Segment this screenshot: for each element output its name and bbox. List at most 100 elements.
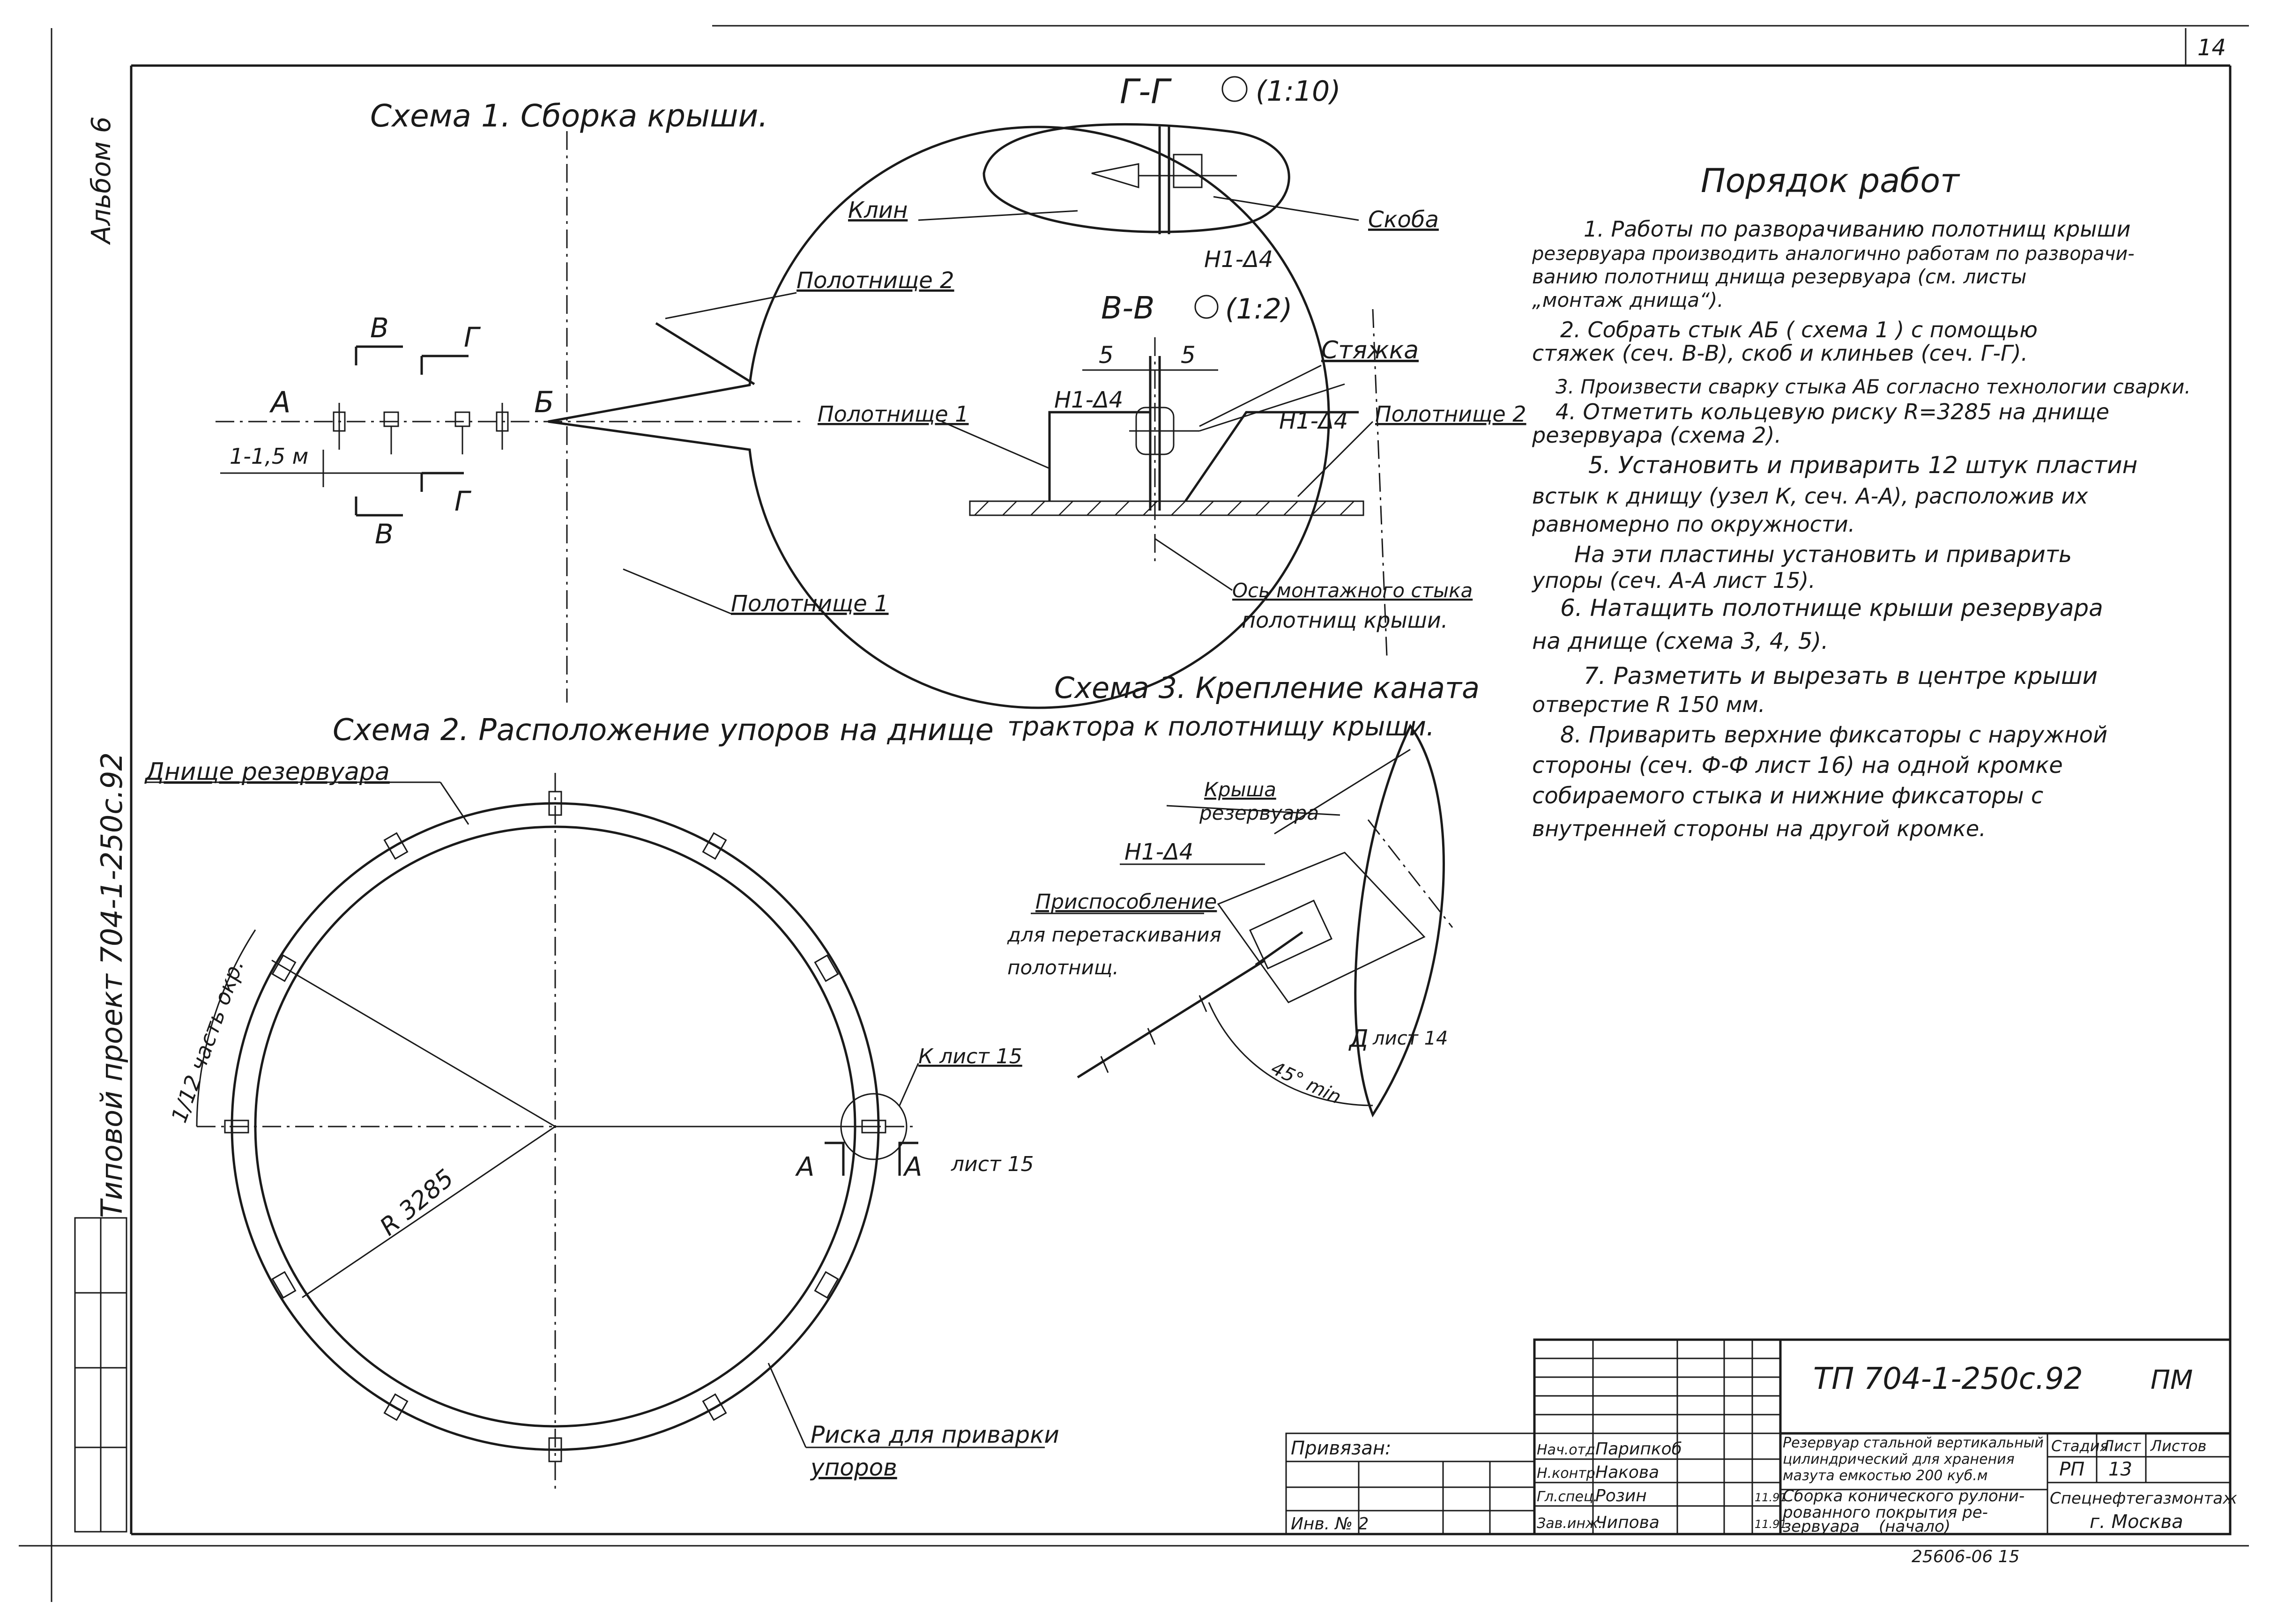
title-bound: Привязан: [1291, 1438, 1392, 1459]
scheme1-sec-v-bottom: В [375, 518, 394, 550]
scheme1-section-marks [355, 345, 469, 517]
procedure-line: 5. Установить и приварить 12 штук пласти… [1588, 452, 2137, 479]
procedure-line: 6. Натащить полотнище крыши резервуара [1560, 594, 2103, 622]
procedure-line: встык к днищу (узел К, сеч. А-А), распол… [1532, 483, 2088, 509]
scheme1-disc [216, 126, 1330, 709]
scheme3-device-label-3: полотнищ. [1007, 956, 1119, 979]
procedure-line: внутренней стороны на другой кромке. [1532, 816, 1986, 841]
title-description: цилиндрический для хранения [1783, 1451, 2015, 1468]
procedure-line: равномерно по окружности. [1532, 512, 1855, 537]
scheme3-roof-label-1: Крыша [1204, 778, 1276, 801]
title-date: 11.91 [1755, 1518, 1787, 1531]
procedure-line: резервуара производить аналогично работа… [1532, 243, 2135, 265]
scheme2-arc-dim [196, 929, 256, 1127]
title-name: Розин [1595, 1486, 1647, 1505]
album-label: Альбом 6 [86, 116, 117, 245]
title-designation: ТП 704-1-250с.92 [1813, 1362, 2083, 1396]
procedure-line: упоры (сеч. А-А лист 15). [1531, 568, 1816, 593]
procedure-line: ванию полотнищ днища резервуара (см. лис… [1532, 265, 2026, 288]
scheme3-sheet-ref: лист 14 [1372, 1028, 1448, 1049]
title-description: мазута емкостью 200 куб.м [1783, 1468, 1987, 1484]
procedure-line: 2. Собрать стык АБ ( схема 1 ) с помощью [1560, 317, 2038, 342]
procedure-line: стяжек (сеч. В-В), скоб и клиньев (сеч. … [1532, 341, 2028, 366]
scheme1-title: Схема 1. Сборка крыши. [370, 98, 768, 134]
section-gg-bracket-label: Скоба [1368, 207, 1439, 233]
scheme2-stops [224, 791, 886, 1462]
section-vv-dim-s-right: 5 [1181, 341, 1196, 369]
title-org-1: Спецнефтегазмонтаж [2050, 1489, 2237, 1508]
section-vv-sheet1-label: Полотнище 1 [818, 401, 969, 427]
procedure-text: 1. Работы по разворачиванию полотнищ кры… [1531, 216, 2191, 841]
section-gg-drawing [982, 123, 1290, 234]
scheme1-sec-g-bottom: Г [454, 485, 472, 517]
scheme3-dim-label: Н1-Δ4 [1124, 839, 1193, 865]
section-vv-dim-h-left: Н1-Δ4 [1054, 387, 1123, 413]
procedure-line: 7. Разметить и вырезать в центре крыши [1584, 662, 2098, 690]
title-name: Чипова [1595, 1513, 1660, 1532]
scheme3-angle-label: 45° min [1268, 1057, 1345, 1108]
scheme3-sec-d: Д [1348, 1025, 1369, 1053]
scheme2-sec-a-right: А [903, 1152, 922, 1182]
section-gg-dim: Н1-Δ4 [1204, 246, 1273, 273]
section-vv-sheet2-label: Полотнище 2 [1375, 401, 1526, 427]
title-inv: Инв. № 2 [1291, 1514, 1369, 1534]
project-label: Типовой проект 704-1-250с.92 [95, 752, 129, 1218]
title-stage: РП [2059, 1459, 2084, 1480]
title-name: Накова [1595, 1463, 1659, 1482]
section-vv-circle-mark [1194, 295, 1219, 319]
title-sheet-header: Лист [2102, 1437, 2141, 1455]
scheme1-dim-spacing: 1-1,5 м [230, 444, 308, 469]
scheme1-sheet2-label: Полотнище 2 [796, 267, 954, 294]
section-gg-circle-mark [1221, 76, 1248, 102]
procedure-title: Порядок работ [1701, 162, 1960, 200]
section-vv-drawing [969, 356, 1364, 516]
title-footer: 25606-06 15 [1912, 1547, 2020, 1566]
scheme3-drawing [1077, 724, 1453, 1118]
procedure-line: собираемого стыка и нижние фиксаторы с [1532, 783, 2043, 809]
scheme2-radius-label: R 3285 [375, 1164, 459, 1241]
title-block [1285, 1338, 2232, 1535]
scheme3-device-label-1: Приспособление [1035, 890, 1217, 914]
scheme1-point-b: Б [534, 385, 554, 419]
node-k-circle [840, 1093, 908, 1160]
procedure-line: на днище (схема 3, 4, 5). [1532, 628, 1828, 654]
procedure-line: 4. Отметить кольцевую риску R=3285 на дн… [1556, 399, 2109, 424]
title-org-2: г. Москва [2090, 1511, 2183, 1533]
scheme2-bottom-label: Днище резервуара [144, 758, 390, 786]
title-date: 11.91 [1755, 1491, 1787, 1504]
scheme3-device-label-2: для перетаскивания [1007, 923, 1221, 946]
title-role: Зав.инж. [1537, 1515, 1603, 1532]
section-vv-axis-label-2: полотнищ крыши. [1242, 608, 1448, 633]
title-role: Гл.спец. [1537, 1489, 1598, 1505]
scheme1-sec-g-top: Г [464, 321, 481, 353]
title-sheet: 13 [2108, 1459, 2132, 1480]
title-drawing-name: зервуара [1783, 1517, 1860, 1536]
section-gg-scale: (1:10) [1256, 75, 1341, 108]
section-gg-wedge-label: Клин [848, 197, 908, 223]
title-name: Парипкоб [1595, 1439, 1682, 1459]
procedure-line: резервуара (схема 2). [1532, 423, 1781, 448]
scheme2-arc-label: 1/12 часть окр. [166, 956, 249, 1126]
procedure-line: „монтаж днища“). [1532, 289, 1724, 311]
title-drawing-name: (начало) [1879, 1517, 1950, 1536]
section-gg-title: Г-Г [1120, 72, 1172, 111]
scheme2-mark-label-2: упоров [810, 1454, 897, 1481]
section-aa-mark-left [825, 1142, 845, 1176]
scheme2-title: Схема 2. Расположение упоров на днище [333, 713, 994, 748]
scheme3-title-2: трактора к полотнищу крыши. [1007, 712, 1435, 742]
sheet-number: 14 [2197, 35, 2226, 61]
section-vv-dim-s-left: 5 [1099, 341, 1114, 369]
scheme2-node-label: К лист 15 [918, 1045, 1022, 1068]
title-drawing-name: рованного покрытия ре- [1782, 1503, 1988, 1522]
scheme2-sec-a-left: А [795, 1152, 814, 1182]
procedure-line: 8. Приварить верхние фиксаторы с наружно… [1560, 722, 2107, 748]
scheme1-point-a: А [269, 385, 290, 419]
title-description: Резервуар стальной вертикальный [1783, 1435, 2044, 1451]
procedure-line: 3. Произвести сварку стыка АБ согласно т… [1556, 375, 2191, 398]
title-sheets-header: Листов [2150, 1437, 2207, 1455]
drawing-frame [19, 25, 2249, 1602]
procedure-line: На эти пластины установить и приварить [1574, 541, 2072, 568]
section-vv-title: В-В [1101, 290, 1154, 326]
left-stamp-table [74, 1217, 127, 1533]
